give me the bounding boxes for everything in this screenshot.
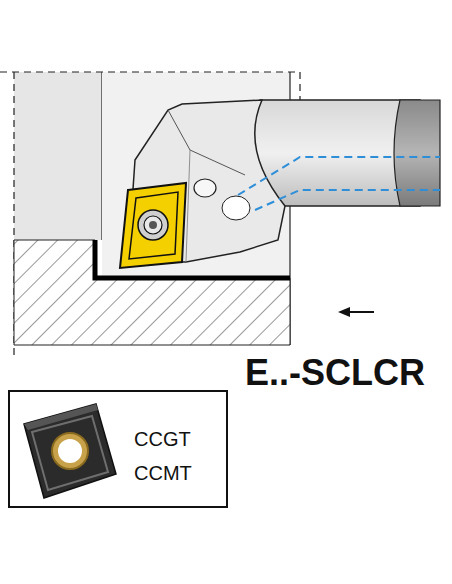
coolant-channel bbox=[255, 190, 440, 210]
clamp-pin bbox=[194, 179, 216, 197]
model-code: E..-SCLCR bbox=[245, 352, 425, 394]
coolant-outlet bbox=[222, 196, 250, 220]
insert-screw bbox=[138, 210, 168, 240]
insert-box: CCGTCCMT bbox=[8, 390, 228, 508]
workpiece-face bbox=[14, 72, 102, 240]
insert bbox=[120, 183, 186, 268]
feed-arrow bbox=[346, 311, 374, 313]
insert-codes: CCGTCCMT bbox=[134, 392, 226, 490]
insert-code: CCMT bbox=[134, 456, 226, 490]
insert-picture bbox=[16, 394, 126, 504]
insert-code: CCGT bbox=[134, 422, 226, 456]
